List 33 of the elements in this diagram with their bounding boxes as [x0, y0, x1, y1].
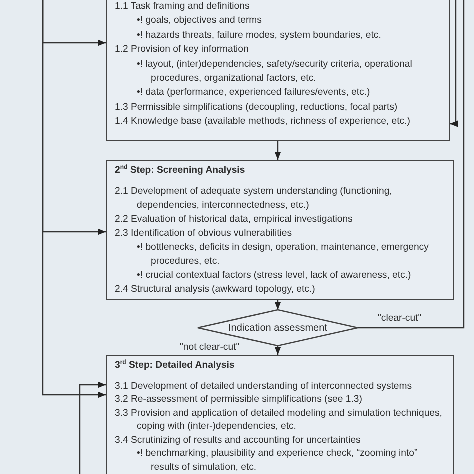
connector-arrow [450, 0, 458, 128]
step-heading: 3$^{rd}$ Step: Detailed Analysis [115, 359, 236, 372]
step-heading: 2$^{nd}$ Step: Screening Analysis [115, 164, 246, 178]
connector-arrow [274, 300, 282, 310]
numbered-item: 1.4 Knowledge base (available methods, richness of experience, etc.) [115, 115, 412, 130]
bullet-item: •! bottlenecks, deficits in design, operation, maintenance, emergency procedures, etc. [137, 241, 430, 269]
connector-arrow [42, 0, 106, 398]
connector-arrow [274, 346, 282, 355]
bullet-item: •! crucial contextual factors (stress level, lack of awareness, etc.) [137, 269, 412, 283]
numbered-item: 2.3 Identification of obvious vulnerabilities [115, 227, 294, 241]
numbered-item: 3.4 Scrutinizing of results and accounting for uncertainties [115, 434, 362, 447]
numbered-item: 2.2 Evaluation of historical data, empirical investigations [115, 213, 354, 227]
bullet-item: •! benchmarking, plausibility and experience check, “zooming into” results of simulation, etc. [137, 447, 419, 474]
bullet-item: •! hazards threats, failure modes, system boundaries, etc. [137, 28, 382, 43]
numbered-item: 3.2 Re-assessment of permissible simplifications (see 1.3) [115, 393, 364, 406]
bullet-item: •! goals, objectives and terms [137, 14, 263, 28]
step-box [106, 160, 454, 300]
numbered-item: 2.4 Structural analysis (awkward topology, etc.) [115, 283, 316, 297]
connector-arrow [79, 382, 106, 474]
edge-label: "clear-cut" [376, 313, 424, 324]
numbered-item: 1.2 Provision of key information [115, 43, 250, 58]
numbered-item: 1.1 Task framing and definitions [115, 0, 251, 14]
step-box [106, 355, 454, 474]
edge-label: "not clear-cut" [178, 342, 242, 353]
bullet-item: •! data (performance, experienced failures/events, etc.) [137, 86, 372, 100]
connector-arrow [274, 141, 282, 160]
bullet-item: •! layout, (inter)dependencies, safety/security criteria, operational procedures, organizational factors, etc. [137, 58, 414, 86]
decision-label: Indication assessment [228, 322, 328, 334]
numbered-item: 2.1 Development of adequate system understanding (functioning, dependencies, interconnectedness, etc.) [115, 185, 394, 213]
numbered-item: 1.3 Permissible simplifications (decoupling, reductions, focal parts) [115, 100, 399, 115]
numbered-item: 3.1 Development of detailed understanding of interconnected systems [115, 380, 414, 393]
numbered-item: 3.3 Provision and application of detailed modeling and simulation techniques, coping with (inter-)dependencies, etc. [115, 406, 444, 434]
step-box [106, 0, 450, 141]
